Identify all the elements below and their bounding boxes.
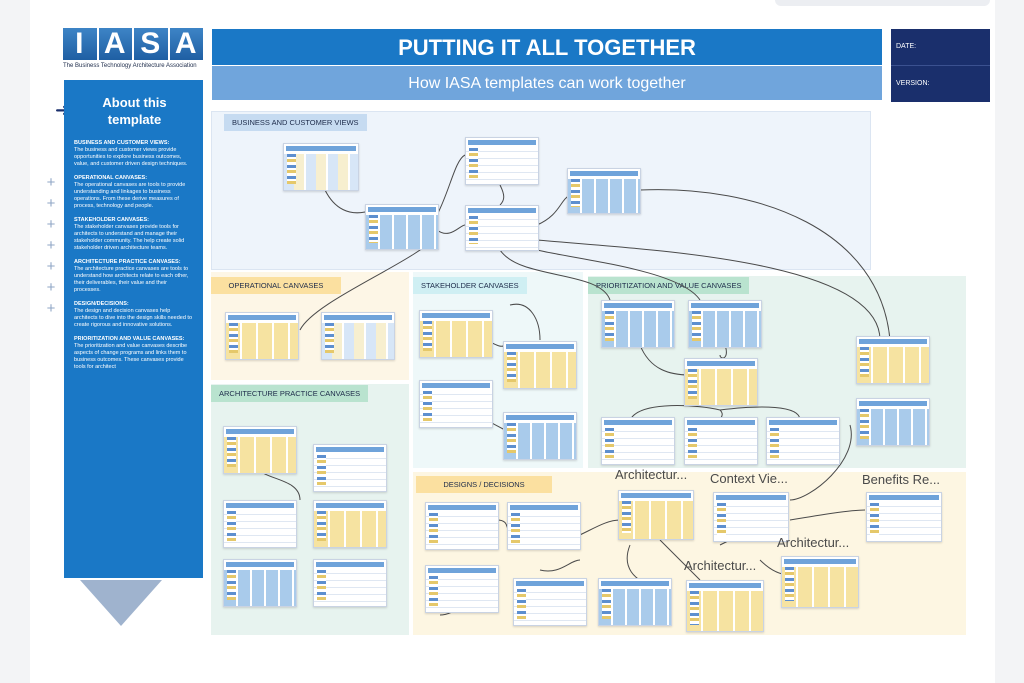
- canvas-title-label[interactable]: Architectur...: [615, 467, 688, 482]
- canvas-title-label[interactable]: Context Vie...: [710, 471, 788, 486]
- canvas-thumbnail[interactable]: [425, 565, 499, 613]
- canvas-thumbnail[interactable]: [601, 417, 675, 465]
- plus-icon[interactable]: +: [46, 195, 56, 212]
- about-section: STAKEHOLDER CANVASES: The stakeholder ca…: [74, 217, 195, 252]
- canvas-thumbnail[interactable]: [283, 143, 359, 191]
- section-label: ARCHITECTURE PRACTICE CANVASES: [211, 385, 369, 402]
- canvas-thumbnail[interactable]: [223, 426, 297, 474]
- version-field[interactable]: VERSION:: [896, 80, 930, 87]
- canvas-thumbnail[interactable]: [684, 417, 758, 465]
- canvas-thumbnail[interactable]: [225, 312, 299, 360]
- date-field[interactable]: DATE:: [891, 29, 990, 66]
- canvas-thumbnail[interactable]: [856, 336, 930, 384]
- about-section-text: The business and customer views provide …: [74, 147, 188, 167]
- about-section-text: The prioritization and value canvases de…: [74, 343, 188, 370]
- canvas-thumbnail[interactable]: [425, 502, 499, 550]
- about-panel[interactable]: About this template BUSINESS AND CUSTOME…: [64, 80, 203, 578]
- plus-icon[interactable]: +: [46, 300, 56, 317]
- about-section-heading: OPERATIONAL CANVASES:: [74, 175, 148, 181]
- canvas-thumbnail[interactable]: [313, 559, 387, 607]
- about-section-heading: STAKEHOLDER CANVASES:: [74, 217, 149, 223]
- section-label: DESIGNS / DECISIONS: [416, 476, 552, 493]
- section-label: PRIORITIZATION AND VALUE CANVASES: [588, 277, 750, 294]
- meta-box[interactable]: DATE: VERSION:: [891, 29, 990, 102]
- canvas-thumbnail[interactable]: [503, 412, 577, 460]
- iasa-logo: I A S A The Business Technology Architec…: [63, 28, 203, 72]
- canvas-thumbnail[interactable]: [313, 500, 387, 548]
- logo-letter: S: [134, 28, 168, 60]
- about-section: PRIORITIZATION AND VALUE CANVASES: The p…: [74, 336, 195, 371]
- about-section-heading: DESIGN/DECISIONS:: [74, 301, 129, 307]
- about-section-heading: BUSINESS AND CUSTOMER VIEWS:: [74, 140, 170, 146]
- top-toolbar-edge: [775, 0, 990, 6]
- canvas-thumbnail[interactable]: [686, 580, 764, 632]
- plus-icon[interactable]: +: [46, 279, 56, 296]
- about-title-line1: About this: [102, 95, 167, 110]
- plus-icon[interactable]: +: [46, 216, 56, 233]
- canvas-thumbnail[interactable]: [223, 559, 297, 607]
- about-section: BUSINESS AND CUSTOMER VIEWS: The busines…: [74, 140, 195, 168]
- canvas-thumbnail[interactable]: [684, 358, 758, 406]
- canvas-thumbnail[interactable]: [598, 578, 672, 626]
- logo-letter: A: [169, 28, 203, 60]
- canvas-thumbnail[interactable]: [419, 380, 493, 428]
- logo-tagline: The Business Technology Architecture Ass…: [63, 63, 197, 69]
- canvas-thumbnail[interactable]: [507, 502, 581, 550]
- logo-letter: I: [63, 28, 97, 60]
- canvas-thumbnail[interactable]: [513, 578, 587, 626]
- canvas-thumbnail[interactable]: [781, 556, 859, 608]
- canvas-thumbnail[interactable]: [567, 168, 641, 214]
- section-label: STAKEHOLDER CANVASES: [413, 277, 527, 294]
- canvas-thumbnail[interactable]: [321, 312, 395, 360]
- about-section: ARCHITECTURE PRACTICE CANVASES: The arch…: [74, 259, 195, 294]
- about-section-text: The stakeholder canvases provide tools f…: [74, 224, 185, 251]
- about-section-text: The architecture practice canvases are t…: [74, 266, 189, 293]
- page-title[interactable]: PUTTING IT ALL TOGETHER: [212, 29, 882, 65]
- about-section-text: The design and decision canvases help ar…: [74, 308, 193, 328]
- canvas-thumbnail[interactable]: [223, 500, 297, 548]
- plus-icon[interactable]: +: [46, 174, 56, 191]
- panel-pointer-shape: [80, 580, 162, 626]
- logo-letters: I A S A: [63, 28, 203, 60]
- plus-icon[interactable]: +: [46, 237, 56, 254]
- canvas-thumbnail[interactable]: [766, 417, 840, 465]
- canvas-thumbnail[interactable]: [465, 205, 539, 251]
- expand-controls: + + + + + + +: [45, 172, 57, 319]
- canvas-thumbnail[interactable]: [618, 490, 694, 540]
- about-panel-title: About this template: [74, 94, 195, 128]
- canvas-thumbnail[interactable]: [465, 137, 539, 185]
- about-section-heading: PRIORITIZATION AND VALUE CANVASES:: [74, 336, 185, 342]
- plus-icon[interactable]: +: [46, 258, 56, 275]
- section-label: OPERATIONAL CANVASES: [211, 277, 341, 294]
- about-section-text: The operational canvases are tools to pr…: [74, 182, 186, 209]
- canvas-thumbnail[interactable]: [313, 444, 387, 492]
- section-label: BUSINESS AND CUSTOMER VIEWS: [224, 114, 367, 131]
- about-section-heading: ARCHITECTURE PRACTICE CANVASES:: [74, 259, 181, 265]
- canvas-thumbnail[interactable]: [503, 341, 577, 389]
- canvas-title-label[interactable]: Architectur...: [684, 558, 757, 573]
- canvas-thumbnail[interactable]: [713, 492, 789, 542]
- canvas-title-label[interactable]: Benefits Re...: [862, 472, 941, 487]
- logo-letter: A: [98, 28, 132, 60]
- canvas-thumbnail[interactable]: [365, 204, 439, 250]
- canvas-thumbnail[interactable]: [866, 492, 942, 542]
- canvas-title-label[interactable]: Architectur...: [777, 535, 850, 550]
- canvas-thumbnail[interactable]: [688, 300, 762, 348]
- about-title-line2: template: [107, 112, 162, 127]
- canvas-thumbnail[interactable]: [856, 398, 930, 446]
- about-section: OPERATIONAL CANVASES: The operational ca…: [74, 175, 195, 210]
- canvas-thumbnail[interactable]: [601, 300, 675, 348]
- page-subtitle[interactable]: How IASA templates can work together: [212, 66, 882, 100]
- about-section: DESIGN/DECISIONS: The design and decisio…: [74, 301, 195, 329]
- canvas-thumbnail[interactable]: [419, 310, 493, 358]
